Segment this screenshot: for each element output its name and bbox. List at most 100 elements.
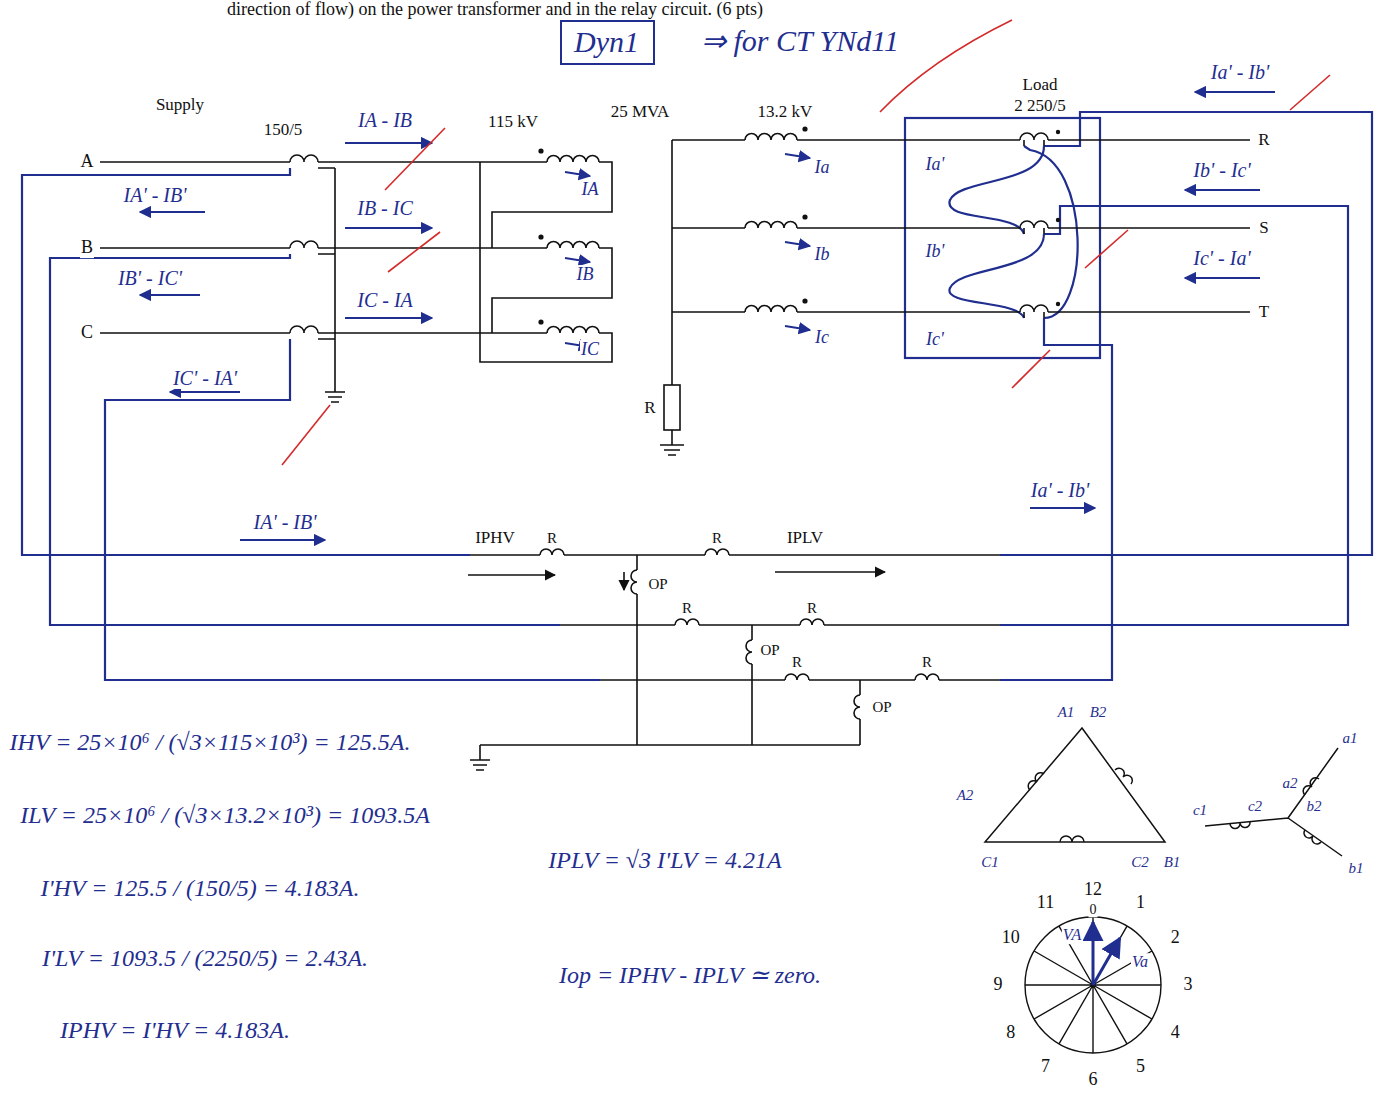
clock-number: 9 — [993, 975, 1004, 995]
phase-label: C — [80, 323, 94, 343]
grading-mark — [282, 20, 1330, 465]
current-label: Ia' - Ib' — [1210, 61, 1271, 83]
calculation: Iop = IPHV - IPLV ≃ zero. — [558, 962, 822, 988]
wire — [637, 555, 860, 745]
winding-terminal: C2 — [1130, 854, 1150, 871]
resistor-label: R — [643, 399, 656, 418]
operate-coil-label: OP — [871, 699, 892, 716]
clock-number: 6 — [1088, 1070, 1099, 1090]
current-label: Ia' — [925, 155, 946, 175]
relay-current: IPHV — [474, 529, 516, 548]
winding-sketch — [985, 728, 1342, 856]
current-label: IA - IB — [357, 109, 413, 131]
current-label: IC' - IA' — [172, 367, 238, 389]
current-label: Ic — [814, 328, 830, 348]
calculation: IPLV = √3 I'LV = 4.21A — [547, 847, 782, 873]
phasor-arrow — [1093, 922, 1120, 985]
clock-number: 4 — [1170, 1023, 1181, 1043]
clock-number: 8 — [1005, 1023, 1016, 1043]
ct-star-point — [318, 168, 345, 402]
calculation: I'LV = 1093.5 / (2250/5) = 2.43A. — [41, 945, 369, 971]
current-label: IC — [580, 340, 600, 360]
ct-ratio: 150/5 — [263, 121, 304, 140]
clock-number: 1 — [1135, 893, 1146, 913]
phasor-label: Va — [1131, 953, 1149, 971]
note-text: Dyn1 — [574, 25, 641, 58]
calculation: I'HV = 125.5 / (150/5) = 4.183A. — [39, 875, 360, 901]
wire — [560, 624, 1000, 626]
current-label: Ia' - Ib' — [1030, 479, 1091, 501]
clock-number: 11 — [1036, 893, 1055, 913]
current-label: IA' - IB' — [253, 511, 318, 533]
winding-terminal: c1 — [1192, 802, 1208, 819]
boxed-note: Dyn1 — [560, 20, 655, 65]
winding-terminal: C1 — [980, 854, 1000, 871]
winding-terminal: b2 — [1306, 798, 1323, 815]
current-label: Ib — [814, 245, 831, 265]
current-label: IB — [576, 265, 595, 285]
wire — [1000, 318, 1112, 680]
restraint-coil-label: R — [791, 654, 803, 671]
flow-arrow — [623, 572, 625, 590]
clock-number: 3 — [1183, 975, 1194, 995]
wire — [100, 162, 612, 248]
wire — [1024, 146, 1078, 318]
phasor-label: VA — [1062, 926, 1082, 944]
restraint-coil-label: R — [681, 600, 693, 617]
relay-wiring — [22, 112, 1372, 680]
neutral-earth — [660, 140, 684, 455]
current-label: IA — [581, 180, 600, 200]
wire — [600, 679, 1000, 681]
wire — [105, 339, 600, 680]
wire — [1000, 206, 1348, 625]
phasor-clock — [1025, 917, 1161, 1053]
winding-terminal: a1 — [1342, 730, 1359, 747]
phase-label: A — [80, 152, 95, 172]
flow-arrow — [775, 571, 885, 573]
current-label: Ib' - Ic' — [1192, 159, 1251, 181]
clock-number: 5 — [1135, 1057, 1146, 1077]
voltage-label: 115 kV — [487, 113, 539, 132]
load-ct-box — [905, 118, 1100, 358]
prompt-text: direction of flow) on the power transfor… — [226, 0, 764, 20]
winding-terminal: B1 — [1163, 854, 1182, 871]
phase-label: T — [1258, 303, 1270, 322]
polarity-dot — [538, 126, 1060, 324]
phase-label: S — [1258, 219, 1269, 238]
wire — [100, 162, 612, 362]
wire — [100, 248, 612, 333]
annotation: ⇒ for CT YNd11 — [700, 24, 900, 57]
relay-current: IPLV — [786, 529, 824, 548]
winding-terminal: a2 — [1282, 775, 1299, 792]
calculation: ILV = 25×10⁶ / (√3×13.2×10³) = 1093.5A — [19, 802, 431, 828]
voltage-label: 13.2 kV — [757, 103, 814, 122]
relay-earth — [470, 745, 860, 770]
current-arrow — [140, 92, 1275, 540]
current-label: IA' - IB' — [123, 184, 188, 206]
winding-terminal: b1 — [1348, 860, 1365, 877]
wire — [22, 168, 470, 555]
clock-number: 12 — [1083, 880, 1103, 900]
current-label: Ic' — [925, 330, 945, 350]
restraint-coil-label: R — [546, 530, 558, 547]
restraint-coil-label: R — [921, 654, 933, 671]
clock-number: 0 — [1089, 902, 1098, 917]
winding-terminal: A2 — [956, 787, 975, 804]
wire — [470, 554, 1000, 556]
operate-coil-label: OP — [647, 576, 668, 593]
winding-terminal: c2 — [1247, 798, 1263, 815]
rating-label: 25 MVA — [610, 103, 671, 122]
clock-number: 7 — [1040, 1057, 1051, 1077]
current-label: Ib' — [925, 242, 946, 262]
flow-arrow — [468, 574, 555, 576]
phase-label: B — [80, 238, 94, 258]
current-label: Ic' - Ia' — [1192, 247, 1251, 269]
winding-terminal: B2 — [1089, 704, 1108, 721]
ct-lead — [1024, 140, 1044, 318]
current-label: IB' - IC' — [117, 267, 183, 289]
wire — [1000, 112, 1372, 555]
winding-terminal: A1 — [1057, 704, 1076, 721]
clock-number: 2 — [1170, 928, 1181, 948]
current-label: IB - IC — [356, 197, 414, 219]
wire — [50, 254, 560, 625]
